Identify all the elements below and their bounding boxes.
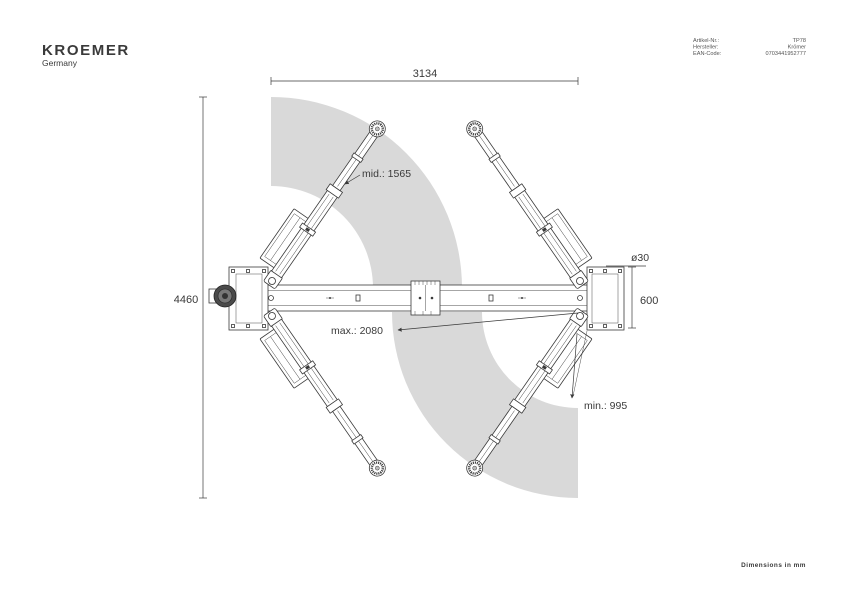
- brand-country: Germany: [42, 58, 78, 68]
- anchor-bolt: [589, 269, 593, 273]
- min-reach-leader: [570, 333, 578, 399]
- right-column-outline: [591, 273, 619, 324]
- anchor-bolt: [231, 269, 235, 273]
- beam-hole-right: [577, 295, 583, 301]
- min-reach-label: min.: 995: [584, 400, 627, 412]
- manufacturer-label: Hersteller:: [693, 45, 719, 51]
- beam-slot-right: [488, 294, 494, 302]
- anchor-bolt: [231, 324, 235, 328]
- right-column-base: [586, 266, 625, 331]
- connector-bolt: [418, 296, 422, 300]
- mid-reach-leader: [344, 174, 361, 185]
- anchor-bolt: [603, 324, 607, 328]
- connector-bolt: [430, 296, 434, 300]
- right-base-plate: [586, 266, 625, 331]
- lift-arm-upper-right: [462, 108, 603, 291]
- anchor-bolt: [246, 269, 250, 273]
- width-dimension: 3134: [270, 68, 579, 85]
- min-reach-leader-secondary: [572, 330, 588, 397]
- ean-value: 0703441952777: [766, 51, 806, 57]
- motor-unit: [208, 284, 237, 308]
- anchor-bolt: [618, 269, 622, 273]
- ean-label: EAN-Code:: [693, 51, 722, 57]
- column-depth-label: 600: [640, 295, 658, 307]
- article-label: Artikel-Nr.:: [693, 38, 720, 44]
- swept-area-upper: [271, 97, 462, 288]
- column-depth-dimension: 600: [628, 266, 658, 329]
- anchor-bolt: [262, 324, 266, 328]
- beam-dot-left: [329, 297, 331, 299]
- mid-reach-label: mid.: 1565: [362, 168, 411, 180]
- cross-beam: [261, 280, 592, 316]
- beam-hole-left: [268, 295, 274, 301]
- width-dimension-label: 3134: [413, 68, 437, 80]
- info-block: Artikel-Nr.: TP78 Hersteller: Krömer EAN…: [693, 38, 806, 57]
- max-reach-label: max.: 2080: [331, 325, 383, 337]
- anchor-bolt: [246, 324, 250, 328]
- motor-hub: [222, 293, 228, 299]
- brand-logo: KROEMER: [42, 42, 130, 59]
- anchor-bolt: [262, 269, 266, 273]
- length-dimension: 4460: [174, 96, 207, 499]
- length-dimension-label: 4460: [174, 294, 198, 306]
- anchor-bolt: [603, 269, 607, 273]
- article-value: TP78: [793, 38, 806, 44]
- anchor-bolt: [618, 324, 622, 328]
- anchor-bolt: [589, 324, 593, 328]
- pin-diameter-label: ø30: [631, 252, 649, 264]
- max-reach-leader: [397, 312, 579, 332]
- beam-dot-right: [521, 297, 523, 299]
- beam-slot-left: [355, 294, 361, 302]
- manufacturer-value: Krömer: [788, 45, 806, 51]
- units-note: Dimensions in mm: [741, 562, 806, 569]
- swept-area-lower: [392, 312, 578, 498]
